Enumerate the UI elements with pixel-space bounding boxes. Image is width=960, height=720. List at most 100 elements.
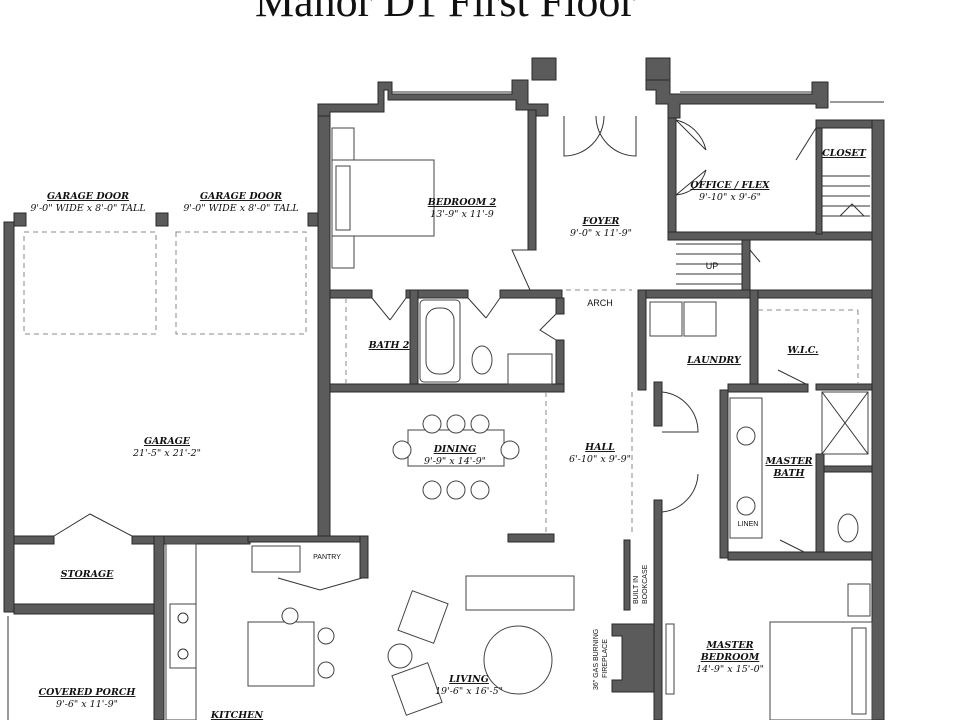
foyer-door-left <box>563 115 605 157</box>
wall-laundry-right <box>749 289 759 387</box>
nightstand-top <box>331 127 355 161</box>
plan-title: Manor D1 First Floor <box>255 0 635 26</box>
pantry-shelf <box>251 545 301 573</box>
wall-hall-right <box>653 381 663 427</box>
label-master-bedroom-2: BEDROOM <box>700 652 760 663</box>
label-linen: LINEN <box>738 521 759 528</box>
label-foyer: FOYER <box>582 216 620 227</box>
label-wic: W.I.C. <box>788 345 819 356</box>
label-bookcase-1: BUILT IN <box>633 576 640 604</box>
label-garage: GARAGE <box>144 436 191 447</box>
wall-bookcase <box>623 539 631 611</box>
dims-garage: 21'-5" x 21'-2" <box>132 448 201 459</box>
label-living: LIVING <box>448 674 489 685</box>
garage-door-bay-right <box>175 231 307 335</box>
wall-garage-bottom-b <box>131 535 251 545</box>
wall-office-left <box>667 117 677 235</box>
range <box>169 603 197 669</box>
dims-office: 9'-10" x 9'-6" <box>699 192 761 203</box>
wall-pantry-right <box>359 535 369 579</box>
furniture <box>7 91 884 720</box>
master-bath-door <box>779 539 805 553</box>
wall-garage-bottom-a <box>13 535 55 545</box>
armchair-top <box>397 590 449 644</box>
wall-laundry-top <box>637 289 751 299</box>
wall-bath2-top-a <box>329 289 373 299</box>
wall-garage-left <box>3 221 15 613</box>
pantry-door <box>277 577 363 591</box>
dashed-outlines <box>23 231 859 534</box>
bath2-door-c <box>539 313 557 341</box>
nightstand-master <box>847 583 871 617</box>
stairs <box>676 175 870 285</box>
toilet-master <box>837 513 859 543</box>
label-dining: DINING <box>433 444 477 455</box>
label-garage-door-right: GARAGE DOOR <box>200 191 282 202</box>
dims-covered-porch: 9'-6" x 11'-9" <box>56 699 118 710</box>
wall-master-bedroom-left <box>653 499 663 720</box>
wall-wc-top <box>823 465 873 473</box>
label-arch: ARCH <box>587 298 613 308</box>
label-pantry: PANTRY <box>313 554 341 561</box>
dims-dining: 9'-9" x 14'-9" <box>424 456 486 467</box>
wall-bath2-mid <box>409 289 419 387</box>
bath2-door-a <box>371 297 407 321</box>
label-master-bedroom-1: MASTER <box>706 640 754 651</box>
sofa <box>465 575 575 611</box>
dryer <box>683 301 717 337</box>
nightstand-bottom <box>331 235 355 269</box>
master-vanity <box>729 397 763 539</box>
label-bath2: BATH 2 <box>368 340 410 351</box>
label-master-bath-2: BATH <box>773 468 806 479</box>
wall-bedroom-right <box>527 109 537 251</box>
wall-entry-pillar-right <box>645 57 671 81</box>
toilet-bath2 <box>471 345 493 375</box>
master-sink-bottom <box>736 496 756 516</box>
dims-bedroom2: 13'-9" x 11'-9 <box>430 209 494 220</box>
wall-bedroom-left <box>317 103 331 539</box>
wall-shower-top <box>815 383 873 391</box>
vanity-bath2 <box>507 353 553 385</box>
wall-office-top <box>645 79 829 119</box>
wall-master-bath-top <box>727 383 809 393</box>
master-sink-top <box>736 426 756 446</box>
dims-garage-door-left: 9'-0" WIDE x 8'-0" TALL <box>30 203 145 214</box>
wall-closet-left <box>815 127 823 235</box>
label-garage-door-left: GARAGE DOOR <box>47 191 129 202</box>
label-covered-porch: COVERED PORCH <box>39 687 137 698</box>
wall-garage-post-mid <box>155 212 169 227</box>
fireplace-surround <box>611 623 655 693</box>
wall-wc-left <box>815 453 825 559</box>
bath2-door-b <box>467 297 501 319</box>
wall-master-bath-left <box>719 389 729 559</box>
garage-door-bay-left <box>23 231 157 335</box>
label-storage: STORAGE <box>61 569 115 580</box>
wall-storage-bottom <box>13 603 163 615</box>
wall-stair-left <box>741 239 751 291</box>
master-bedroom-door <box>661 473 699 513</box>
wall-wic-top <box>757 289 873 299</box>
wall-dining-top <box>329 383 565 393</box>
bedroom2-door <box>511 249 536 291</box>
label-laundry: LAUNDRY <box>686 355 742 366</box>
room-labels: GARAGE DOOR 9'-0" WIDE x 8'-0" TALL GARA… <box>30 148 866 720</box>
label-bedroom2: BEDROOM 2 <box>427 197 497 208</box>
dims-garage-door-right: 9'-0" WIDE x 8'-0" TALL <box>183 203 298 214</box>
coffee-table <box>483 625 553 695</box>
wall-bedroom-top <box>317 79 549 117</box>
label-up: UP <box>706 261 719 271</box>
label-master-bath-1: MASTER <box>765 456 813 467</box>
washer <box>649 301 683 337</box>
office-door-top <box>675 119 707 151</box>
label-office: OFFICE / FLEX <box>690 180 770 191</box>
wall-bath2-top-c <box>499 289 563 299</box>
dims-hall: 6'-10" x 9'-9" <box>569 454 631 465</box>
wall-stair-top <box>667 231 873 241</box>
wall-pantry-top <box>247 535 365 543</box>
wall-entry-pillar-left <box>531 57 557 81</box>
label-kitchen: KITCHEN <box>210 710 264 720</box>
wic-door <box>777 369 807 385</box>
wall-garage-post-left <box>13 212 27 227</box>
annotations: ARCH UP PANTRY LINEN BUILT IN BOOKCASE 3… <box>313 261 758 690</box>
